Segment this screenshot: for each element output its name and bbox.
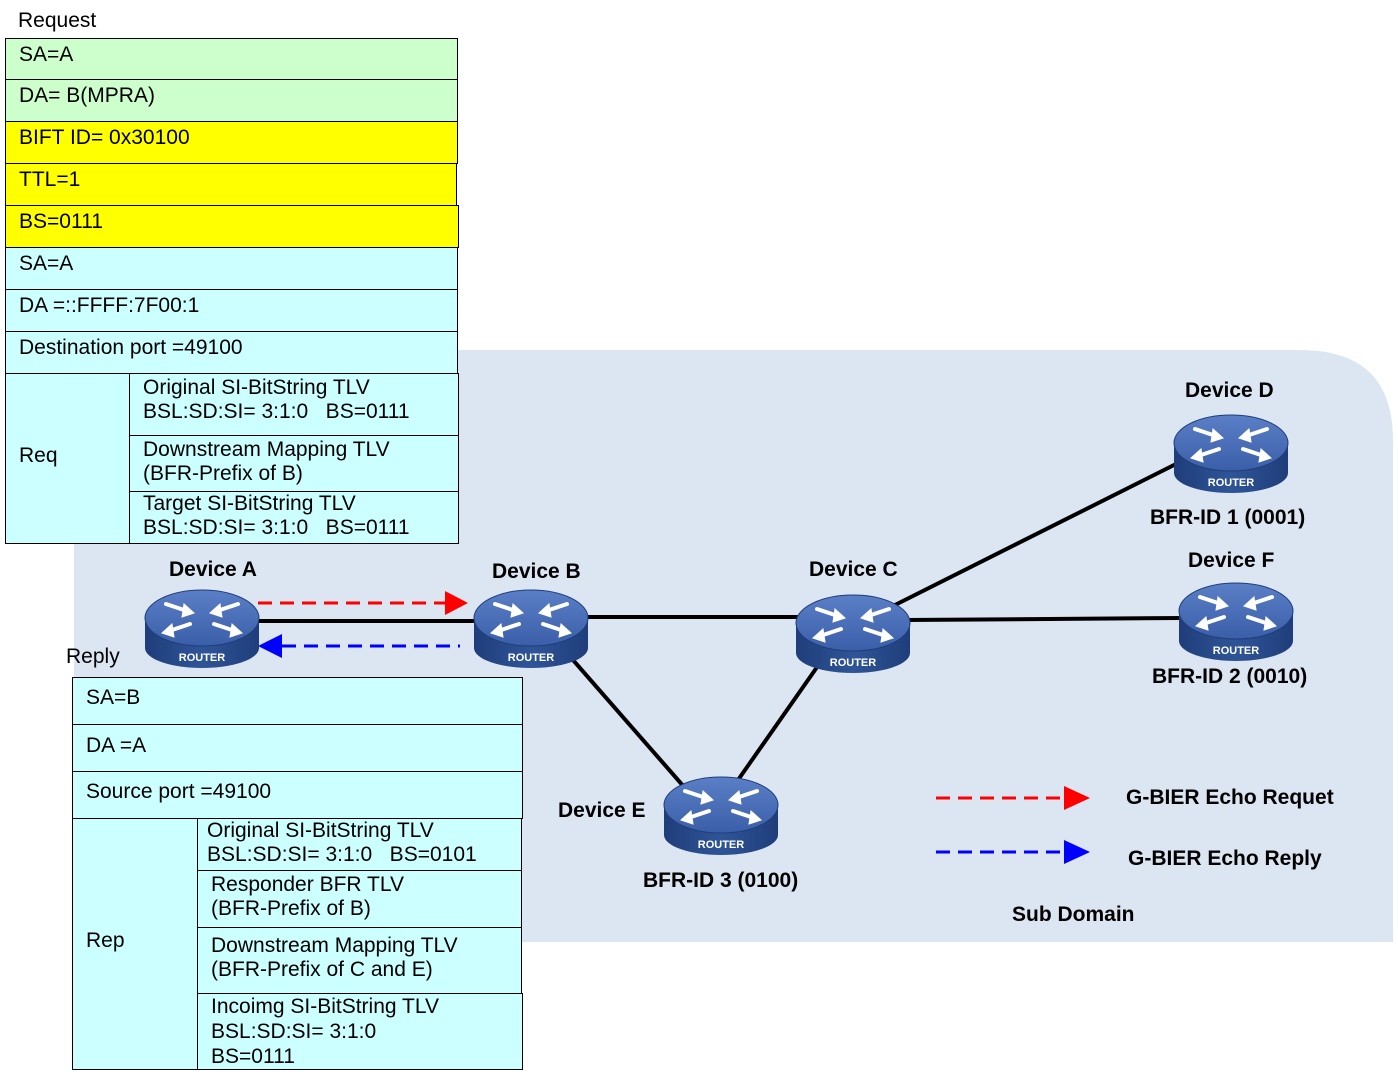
link-b-e xyxy=(564,650,687,790)
request-row-bs: BS=0111 xyxy=(5,205,459,248)
link-c-d xyxy=(894,460,1181,607)
request-title: Request xyxy=(18,9,97,32)
legend-reply-head xyxy=(1064,840,1090,864)
request-row-da: DA= B(MPRA) xyxy=(5,79,458,122)
reply-row-da: DA =A xyxy=(72,724,523,772)
request-arrow-head xyxy=(445,591,468,615)
router-label-e: ROUTER xyxy=(698,839,745,851)
network-links xyxy=(255,460,1183,790)
request-row-inner-da: DA =::FFFF:7F00:1 xyxy=(5,289,458,332)
legend-request-head xyxy=(1064,786,1090,810)
device-e-label: Device E xyxy=(558,799,646,822)
device-d-label: Device D xyxy=(1185,379,1274,402)
router-label-a: ROUTER xyxy=(179,652,226,664)
sub-domain-label: Sub Domain xyxy=(1012,903,1135,926)
reply-arrow-head xyxy=(258,634,282,658)
request-row-sa: SA=A xyxy=(5,38,458,80)
device-d-bfr-id: BFR-ID 1 (0001) xyxy=(1150,506,1306,529)
link-c-e xyxy=(736,658,824,782)
device-a-label: Device A xyxy=(169,558,257,581)
device-e-bfr-id: BFR-ID 3 (0100) xyxy=(643,869,799,892)
reply-group-label: Rep xyxy=(72,818,198,1070)
device-f-label: Device F xyxy=(1188,549,1275,572)
reply-tlv-downstream: Downstream Mapping TLV(BFR-Prefix of C a… xyxy=(197,927,522,994)
legend-request-label: G-BIER Echo Requet xyxy=(1126,786,1334,809)
device-f-bfr-id: BFR-ID 2 (0010) xyxy=(1152,665,1308,688)
reply-title: Reply xyxy=(66,645,120,668)
router-label-d: ROUTER xyxy=(1208,477,1255,489)
router-label-c: ROUTER xyxy=(830,657,877,669)
link-c-f xyxy=(904,616,1183,622)
device-c-label: Device C xyxy=(809,558,898,581)
router-label-f: ROUTER xyxy=(1213,645,1260,657)
request-row-dest-port: Destination port =49100 xyxy=(5,331,458,374)
router-label-b: ROUTER xyxy=(508,652,555,664)
device-b-label: Device B xyxy=(492,560,581,583)
request-row-ttl: TTL=1 xyxy=(5,163,457,206)
request-row-inner-sa: SA=A xyxy=(5,247,458,290)
legend-reply-label: G-BIER Echo Reply xyxy=(1128,847,1322,870)
request-tlv-downstream: Downstream Mapping TLV(BFR-Prefix of B) xyxy=(129,435,459,492)
reply-row-sa: SA=B xyxy=(72,677,523,725)
request-group-label: Req xyxy=(5,373,130,544)
reply-row-port: Source port =49100 xyxy=(72,771,523,819)
reply-tlv-responder: Responder BFR TLV(BFR-Prefix of B) xyxy=(197,870,522,928)
request-row-bift-id: BIFT ID= 0x30100 xyxy=(5,121,458,164)
